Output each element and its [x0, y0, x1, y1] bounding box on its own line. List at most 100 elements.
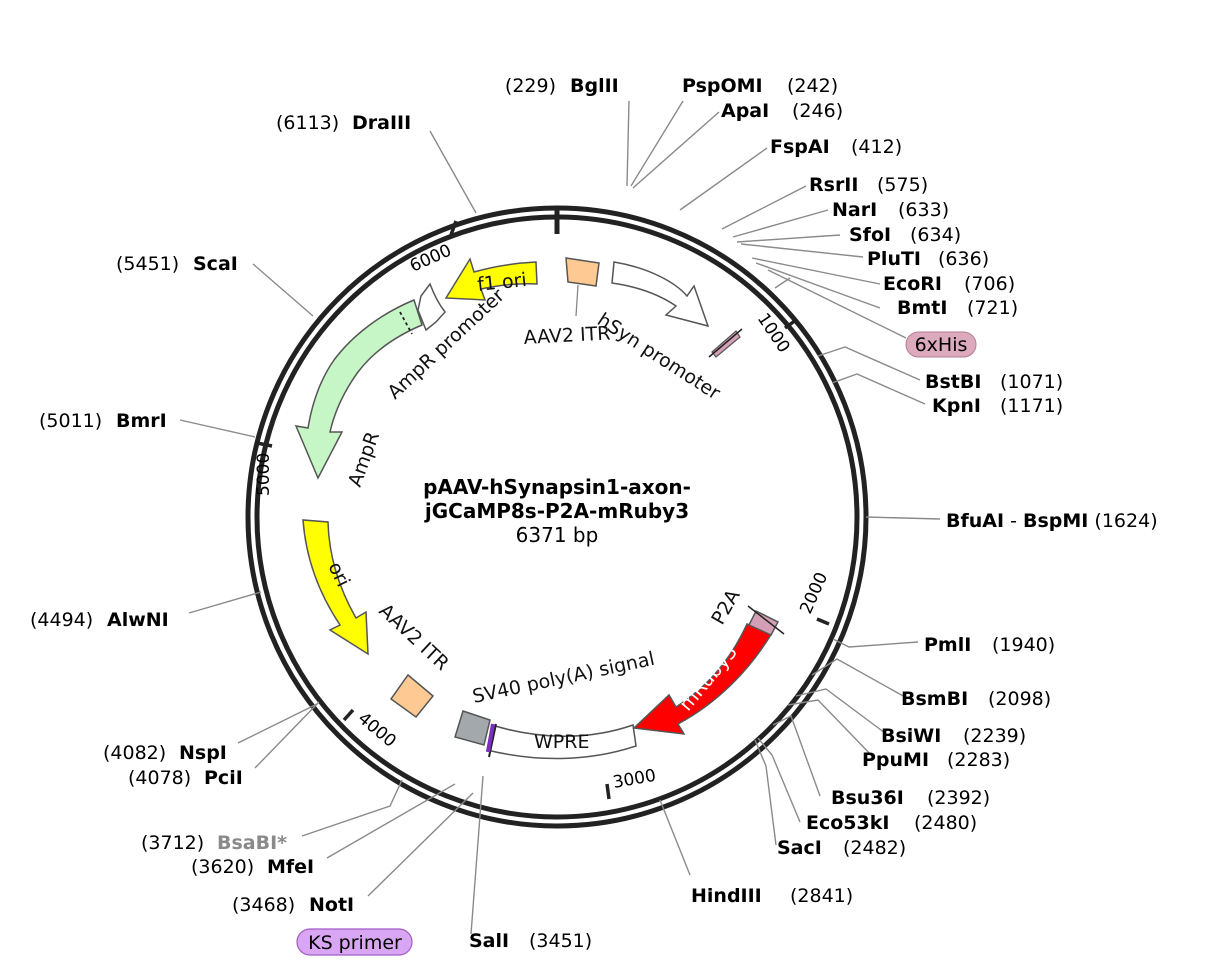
site-pos-saci: (2482): [843, 837, 906, 859]
plasmid-name-line1: pAAV-hSynapsin1-axon-: [423, 475, 691, 499]
site-pos-pspomi: (242): [787, 75, 838, 97]
site-name-bsiwi[interactable]: BsiWI: [881, 725, 941, 747]
site-name-scai[interactable]: ScaI: [193, 253, 238, 275]
site-label-bglii-pos: (229): [505, 75, 556, 97]
tick-marks: [256, 220, 830, 800]
site-pos-sali: (3451): [529, 930, 592, 952]
tick-label: 5000: [254, 453, 274, 496]
site-name-sfoi[interactable]: SfoI: [849, 224, 891, 246]
site-pos-pcii: (4078): [128, 767, 191, 789]
feature-label: P2A: [707, 586, 744, 629]
site-name-fspai[interactable]: FspAI: [770, 136, 830, 158]
feature-f1-ori[interactable]: [444, 257, 538, 301]
site-labels: (229) BglII PspOMI (242) ApaI (246) FspA…: [30, 75, 1158, 956]
site-name-apai[interactable]: ApaI: [721, 100, 769, 122]
feature-label: SV40 poly(A) signal: [470, 648, 656, 708]
ks-primer-label[interactable]: KS primer: [296, 928, 413, 956]
site-pos-bsu36i: (2392): [927, 787, 990, 809]
his-tag-label[interactable]: 6xHis: [905, 331, 977, 358]
site-pos-pluti: (636): [938, 248, 989, 270]
site-pos-apai: (246): [792, 100, 843, 122]
hsyn-promoter-arrow: [611, 261, 710, 328]
site-name-ppumi[interactable]: PpuMI: [862, 749, 929, 771]
site-name-bglii[interactable]: BglII: [570, 75, 619, 97]
site-name-bsmbi[interactable]: BsmBI: [901, 688, 968, 710]
ori-arrow: [302, 519, 369, 656]
ampr-promoter-arrow: [417, 282, 446, 332]
ampr-arrow: [294, 298, 423, 480]
feature-label: AmpR promoter: [383, 284, 509, 403]
feature-aav2-itr-2[interactable]: [389, 673, 435, 719]
plasmid-name-line2: jGCaMP8s-P2A-mRuby3: [424, 499, 689, 523]
site-name-pmli[interactable]: PmlI: [924, 634, 971, 656]
feature-ampr[interactable]: [294, 298, 423, 480]
feature-hsyn-promoter[interactable]: [611, 261, 710, 328]
site-name-pcii[interactable]: PciI: [204, 767, 243, 789]
site-pos-draiii: (6113): [276, 112, 339, 134]
site-pos-nari: (633): [898, 199, 949, 221]
aav2-itr-box-2: [389, 673, 435, 719]
tick-label: 2000: [796, 569, 832, 617]
site-pos-bsabi: (3712): [141, 832, 204, 854]
plasmid-size: 6371 bp: [516, 523, 599, 547]
ks-primer-text: KS primer: [308, 932, 402, 954]
site-pos-mfei: (3620): [191, 856, 254, 878]
site-pos-scai: (5451): [116, 253, 179, 275]
site-name-ecori[interactable]: EcoRI: [883, 273, 942, 295]
sv40-polya-box: [454, 710, 491, 746]
site-pos-nspi: (4082): [103, 742, 166, 764]
feature-label: WPRE: [534, 731, 589, 753]
site-pos-sfoi: (634): [910, 224, 961, 246]
feature-label: f1 ori: [476, 269, 528, 296]
site-pos-kpni: (1171): [1000, 395, 1063, 417]
mruby3-arrow: [632, 623, 774, 735]
his-tag-mark: [708, 328, 743, 358]
site-name-nspi[interactable]: NspI: [179, 742, 227, 764]
feature-p2a[interactable]: [747, 605, 785, 636]
feature-aav2-itr-1[interactable]: [565, 257, 600, 317]
aav2-itr-box-1: [565, 257, 600, 287]
site-name-bstbi[interactable]: BstBI: [925, 371, 981, 393]
his-tag-text: 6xHis: [915, 334, 968, 356]
feature-label: AAV2 ITR: [523, 322, 611, 349]
site-label-bfuai[interactable]: BfuAI - BspMI (1624): [946, 510, 1158, 532]
feature-ori[interactable]: [302, 519, 369, 656]
site-pos-rsrii: (575): [877, 174, 928, 196]
site-pos-alwni: (4494): [30, 609, 93, 631]
tick-label: 3000: [611, 766, 657, 793]
site-name-hindiii[interactable]: HindIII: [691, 885, 762, 907]
site-name-pluti[interactable]: PluTI: [867, 248, 921, 270]
feature-mruby3[interactable]: [632, 623, 774, 735]
feature-ampr-promoter[interactable]: [417, 282, 446, 332]
site-name-rsrii[interactable]: RsrII: [809, 174, 858, 196]
site-name-alwni[interactable]: AlwNI: [107, 609, 169, 631]
feature-sv40[interactable]: [454, 710, 491, 746]
site-name-eco53ki[interactable]: Eco53kI: [806, 812, 889, 834]
site-pos-ecori: (706): [964, 273, 1015, 295]
site-pos-bmti: (721): [967, 297, 1018, 319]
site-name-mfei[interactable]: MfeI: [267, 856, 314, 878]
site-name-nari[interactable]: NarI: [832, 199, 877, 221]
site-name-bmri[interactable]: BmrI: [116, 410, 167, 432]
site-pos-bmri: (5011): [39, 410, 102, 432]
site-name-pspomi[interactable]: PspOMI: [682, 75, 763, 97]
site-pos-fspai: (412): [851, 136, 902, 158]
tick-label: 1000: [753, 310, 794, 357]
site-name-bsabi[interactable]: BsaBI*: [217, 832, 287, 854]
site-pos-pmli: (1940): [992, 634, 1055, 656]
site-name-draiii[interactable]: DraIII: [352, 112, 411, 134]
site-name-saci[interactable]: SacI: [777, 837, 822, 859]
wpre-box: [486, 723, 637, 760]
feature-label: AAV2 ITR: [375, 600, 454, 675]
site-name-sali[interactable]: SalI: [469, 930, 509, 952]
feature-wpre[interactable]: [486, 723, 637, 760]
site-name-noti[interactable]: NotI: [309, 894, 354, 916]
site-name-bsu36i[interactable]: Bsu36I: [831, 787, 904, 809]
site-pos-bstbi: (1071): [1000, 371, 1063, 393]
site-pos-bsiwi: (2239): [963, 725, 1026, 747]
site-name-kpni[interactable]: KpnI: [932, 395, 981, 417]
site-pos-hindiii: (2841): [790, 885, 853, 907]
leader-lines: [179, 100, 941, 935]
site-name-bmti[interactable]: BmtI: [897, 297, 947, 319]
